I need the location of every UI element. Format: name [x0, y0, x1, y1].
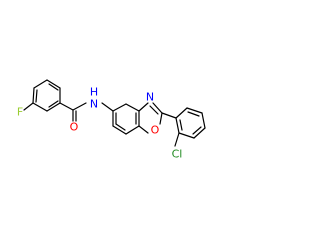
bond — [179, 119, 183, 131]
bond — [35, 89, 38, 103]
bond — [193, 127, 206, 139]
bond — [152, 102, 163, 114]
bond — [32, 87, 35, 104]
atom-amide-oxygen: O — [70, 121, 79, 134]
bond — [175, 117, 180, 134]
bond — [178, 132, 195, 139]
bond — [192, 126, 202, 135]
bond — [112, 103, 127, 112]
bond — [59, 102, 74, 111]
atom-chlorine: Cl — [172, 148, 183, 161]
bond — [186, 107, 203, 114]
atom-oxazole-oxygen: O — [151, 124, 160, 137]
atom-fluorine: F — [17, 106, 23, 119]
bond — [201, 112, 206, 129]
atom-labels: F O N H N O Cl — [17, 86, 183, 161]
bond — [138, 102, 149, 112]
bond — [72, 102, 87, 111]
bond — [174, 132, 180, 147]
bond — [48, 100, 59, 108]
bond — [149, 105, 159, 115]
bond-skeleton — [23, 79, 206, 147]
bond — [161, 112, 177, 119]
atom-oxazole-nitrogen: N — [146, 91, 154, 104]
atom-amide-nitrogen: N — [90, 98, 98, 111]
atom-amide-hydrogen: H — [90, 86, 98, 99]
bond — [101, 102, 114, 112]
bond — [125, 125, 140, 135]
bond — [23, 102, 34, 111]
bond — [33, 79, 48, 89]
bond — [159, 112, 163, 125]
bond — [187, 111, 200, 117]
bond — [175, 107, 188, 119]
bond — [46, 102, 61, 112]
bond — [48, 83, 59, 91]
bond — [32, 102, 48, 112]
bond — [46, 79, 61, 89]
bond — [115, 123, 126, 131]
bond — [138, 125, 149, 134]
bond — [112, 125, 127, 135]
bond — [125, 103, 140, 112]
molecule-structure: F O N H N O Cl — [17, 79, 206, 161]
